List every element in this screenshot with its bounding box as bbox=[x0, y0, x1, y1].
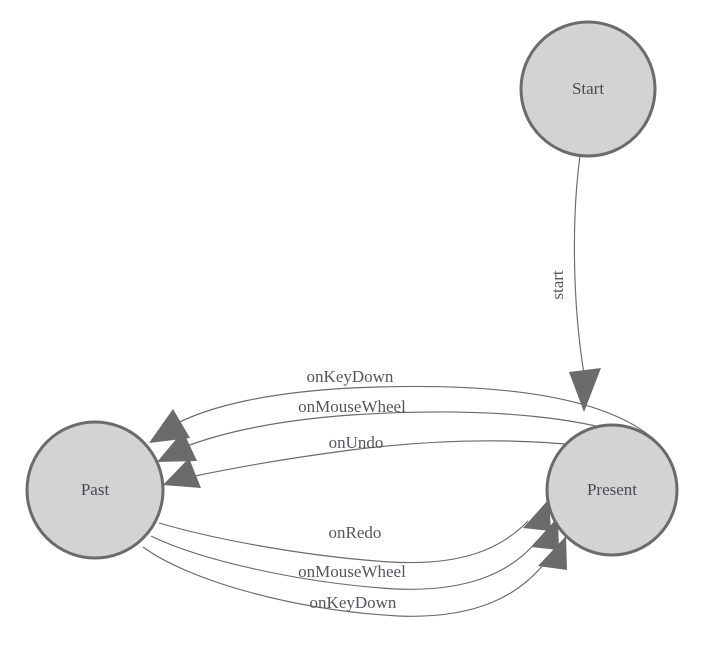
node-past-label: Past bbox=[81, 480, 110, 499]
edge-past-present-mousewheel-label: onMouseWheel bbox=[298, 562, 406, 581]
edge-past-present-redo-path bbox=[158, 520, 529, 564]
edge-past-present-redo-label: onRedo bbox=[329, 523, 382, 542]
node-start[interactable]: Start bbox=[519, 20, 657, 158]
node-past-circle bbox=[25, 420, 165, 560]
node-start-circle bbox=[519, 20, 657, 158]
edge-past-present-keydown-label: onKeyDown bbox=[310, 593, 397, 612]
edge-present-past-mousewheel-arrowhead bbox=[157, 431, 197, 462]
node-present[interactable]: Present bbox=[545, 423, 679, 557]
node-past[interactable]: Past bbox=[25, 420, 165, 560]
node-layer: Start Past Present bbox=[25, 20, 679, 560]
edge-start-present[interactable]: start bbox=[548, 155, 601, 412]
edge-present-past-undo-arrowhead bbox=[163, 458, 201, 488]
edge-start-present-arrowhead bbox=[569, 368, 601, 412]
edge-past-present-redo[interactable]: onRedo bbox=[158, 499, 551, 564]
edge-present-past-keydown[interactable]: onKeyDown bbox=[149, 367, 656, 443]
edge-past-present-mousewheel[interactable]: onMouseWheel bbox=[150, 517, 559, 590]
edge-present-past-keydown-path bbox=[171, 385, 656, 441]
edge-present-past-mousewheel[interactable]: onMouseWheel bbox=[157, 397, 665, 462]
edge-present-past-keydown-arrowhead bbox=[149, 409, 190, 443]
node-present-label: Present bbox=[587, 480, 637, 499]
edge-past-present-keydown-path bbox=[142, 546, 548, 617]
edge-past-present-mousewheel-path bbox=[150, 535, 539, 590]
node-start-label: Start bbox=[572, 79, 604, 98]
edge-past-present-keydown[interactable]: onKeyDown bbox=[142, 536, 567, 617]
edge-present-past-keydown-label: onKeyDown bbox=[307, 367, 394, 386]
edge-past-present-keydown-arrowhead bbox=[538, 536, 567, 570]
edge-past-present-mousewheel-arrowhead bbox=[531, 517, 559, 550]
edge-start-present-label: start bbox=[548, 270, 567, 300]
node-present-circle bbox=[545, 423, 679, 557]
edge-present-past-undo-label: onUndo bbox=[329, 433, 384, 452]
edge-present-past-mousewheel-label: onMouseWheel bbox=[298, 397, 406, 416]
edge-start-present-path bbox=[573, 155, 585, 375]
edge-past-present-redo-arrowhead bbox=[523, 499, 551, 531]
